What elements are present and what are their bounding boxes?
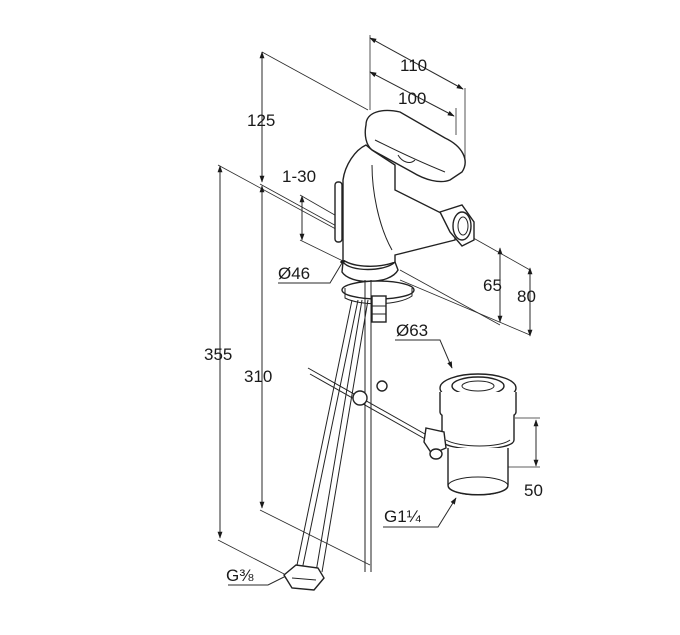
mixer-tap <box>334 109 475 323</box>
dim-hose-length: 310 <box>244 367 272 386</box>
dim-body-diameter: Ø46 <box>278 264 310 283</box>
dim-spout-height-2: 80 <box>517 287 536 306</box>
thread-supply: G⅜ <box>226 566 254 585</box>
dim-waste-depth: 50 <box>524 481 543 500</box>
dimension-lines <box>217 37 539 586</box>
thread-waste: G1¼ <box>384 507 422 526</box>
dim-height-spout: 125 <box>247 111 275 130</box>
dimension-labels: 110 100 125 1-30 Ø46 355 310 65 80 Ø63 5… <box>204 56 543 585</box>
pull-rod <box>307 367 435 445</box>
pop-up-waste <box>423 373 517 496</box>
dim-total-height: 355 <box>204 345 232 364</box>
dim-width-inner: 100 <box>398 89 426 108</box>
dim-width-top: 110 <box>400 56 427 75</box>
supply-hoses <box>283 280 372 591</box>
dim-rod-travel: 1-30 <box>282 167 316 186</box>
dim-spout-height-1: 65 <box>483 276 502 295</box>
dim-waste-diameter: Ø63 <box>396 321 428 340</box>
